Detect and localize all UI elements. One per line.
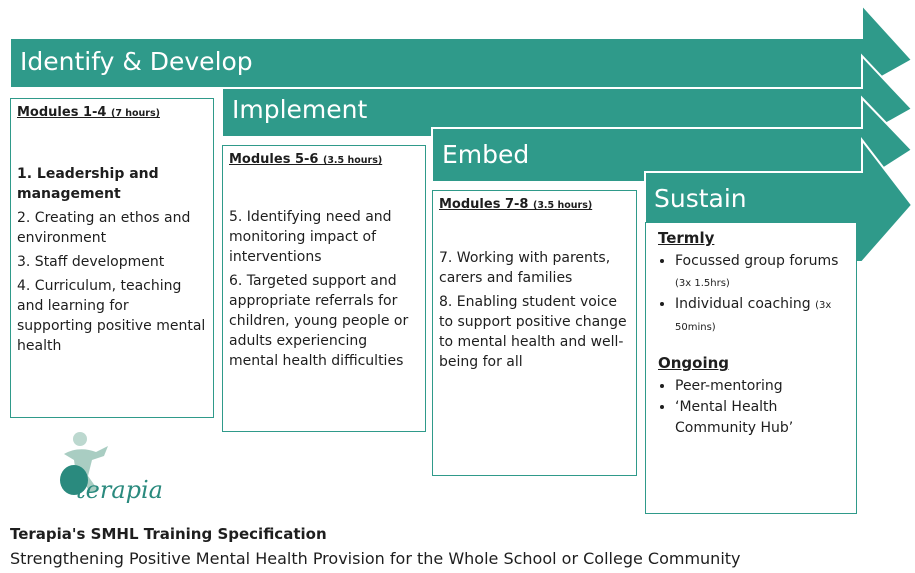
termly-list: Focussed group forums (3x 1.5hrs) Indivi… xyxy=(658,251,850,338)
modules-hours: (3.5 hours) xyxy=(532,200,593,211)
list-item: 4. Curriculum, teaching and learning for… xyxy=(17,278,206,354)
termly-heading: Termly xyxy=(658,229,715,247)
modules-hours: (7 hours) xyxy=(110,108,160,119)
list-item: Peer-mentoring xyxy=(675,376,850,397)
modules-label: Modules 7-8 xyxy=(439,197,529,212)
caption-subtitle: Strengthening Positive Mental Health Pro… xyxy=(10,549,741,568)
stage-title-sustain: Sustain xyxy=(654,184,747,213)
ongoing-list: Peer-mentoring ‘Mental Health Community … xyxy=(658,376,850,439)
stage-title-embed: Embed xyxy=(442,140,530,169)
ongoing-heading: Ongoing xyxy=(658,354,730,372)
list-item: 5. Identifying need and monitoring impac… xyxy=(229,209,392,265)
stage-box-embed: Modules 7-8 (3.5 hours) 7. Working with … xyxy=(432,190,637,476)
termly-item-note: (3x 1.5hrs) xyxy=(675,278,730,289)
list-item: Individual coaching (3x 50mins) xyxy=(675,294,850,338)
list-item: 2. Creating an ethos and environment xyxy=(17,210,191,246)
person-figure-logo-icon xyxy=(60,432,108,495)
stage-box-implement: Modules 5-6 (3.5 hours) 5. Identifying n… xyxy=(222,145,426,432)
arrow-implement xyxy=(221,53,914,138)
caption-title: Terapia's SMHL Training Specification xyxy=(10,525,327,543)
list-item: 3. Staff development xyxy=(17,254,165,270)
stage-title-identify: Identify & Develop xyxy=(20,47,253,76)
list-item: Focussed group forums (3x 1.5hrs) xyxy=(675,251,850,294)
list-item: 8. Enabling student voice to support pos… xyxy=(439,294,627,370)
list-item: 7. Working with parents, carers and fami… xyxy=(439,250,611,286)
modules-heading: Modules 7-8 (3.5 hours) xyxy=(439,197,630,212)
termly-item-text: Focussed group forums xyxy=(675,253,839,269)
arrow-embed xyxy=(431,95,914,183)
stage-title-implement: Implement xyxy=(232,95,368,124)
list-item: ‘Mental Health Community Hub’ xyxy=(675,397,850,439)
termly-item-text: Individual coaching xyxy=(675,296,811,312)
modules-heading: Modules 1-4 (7 hours) xyxy=(17,105,207,120)
logo-text: terapia xyxy=(76,476,163,504)
arrow-identify-develop xyxy=(9,2,914,89)
modules-hours: (3.5 hours) xyxy=(322,155,383,166)
termly-item-note: (3x 50mins) xyxy=(675,300,832,333)
stage-box-sustain: Termly Focussed group forums (3x 1.5hrs)… xyxy=(645,222,857,514)
list-item: 1. Leadership and management xyxy=(17,166,159,202)
modules-heading: Modules 5-6 (3.5 hours) xyxy=(229,152,419,167)
modules-label: Modules 1-4 xyxy=(17,105,107,120)
list-item: 6. Targeted support and appropriate refe… xyxy=(229,273,409,369)
modules-label: Modules 5-6 xyxy=(229,152,319,167)
stage-box-identify: Modules 1-4 (7 hours) 1. Leadership and … xyxy=(10,98,214,418)
